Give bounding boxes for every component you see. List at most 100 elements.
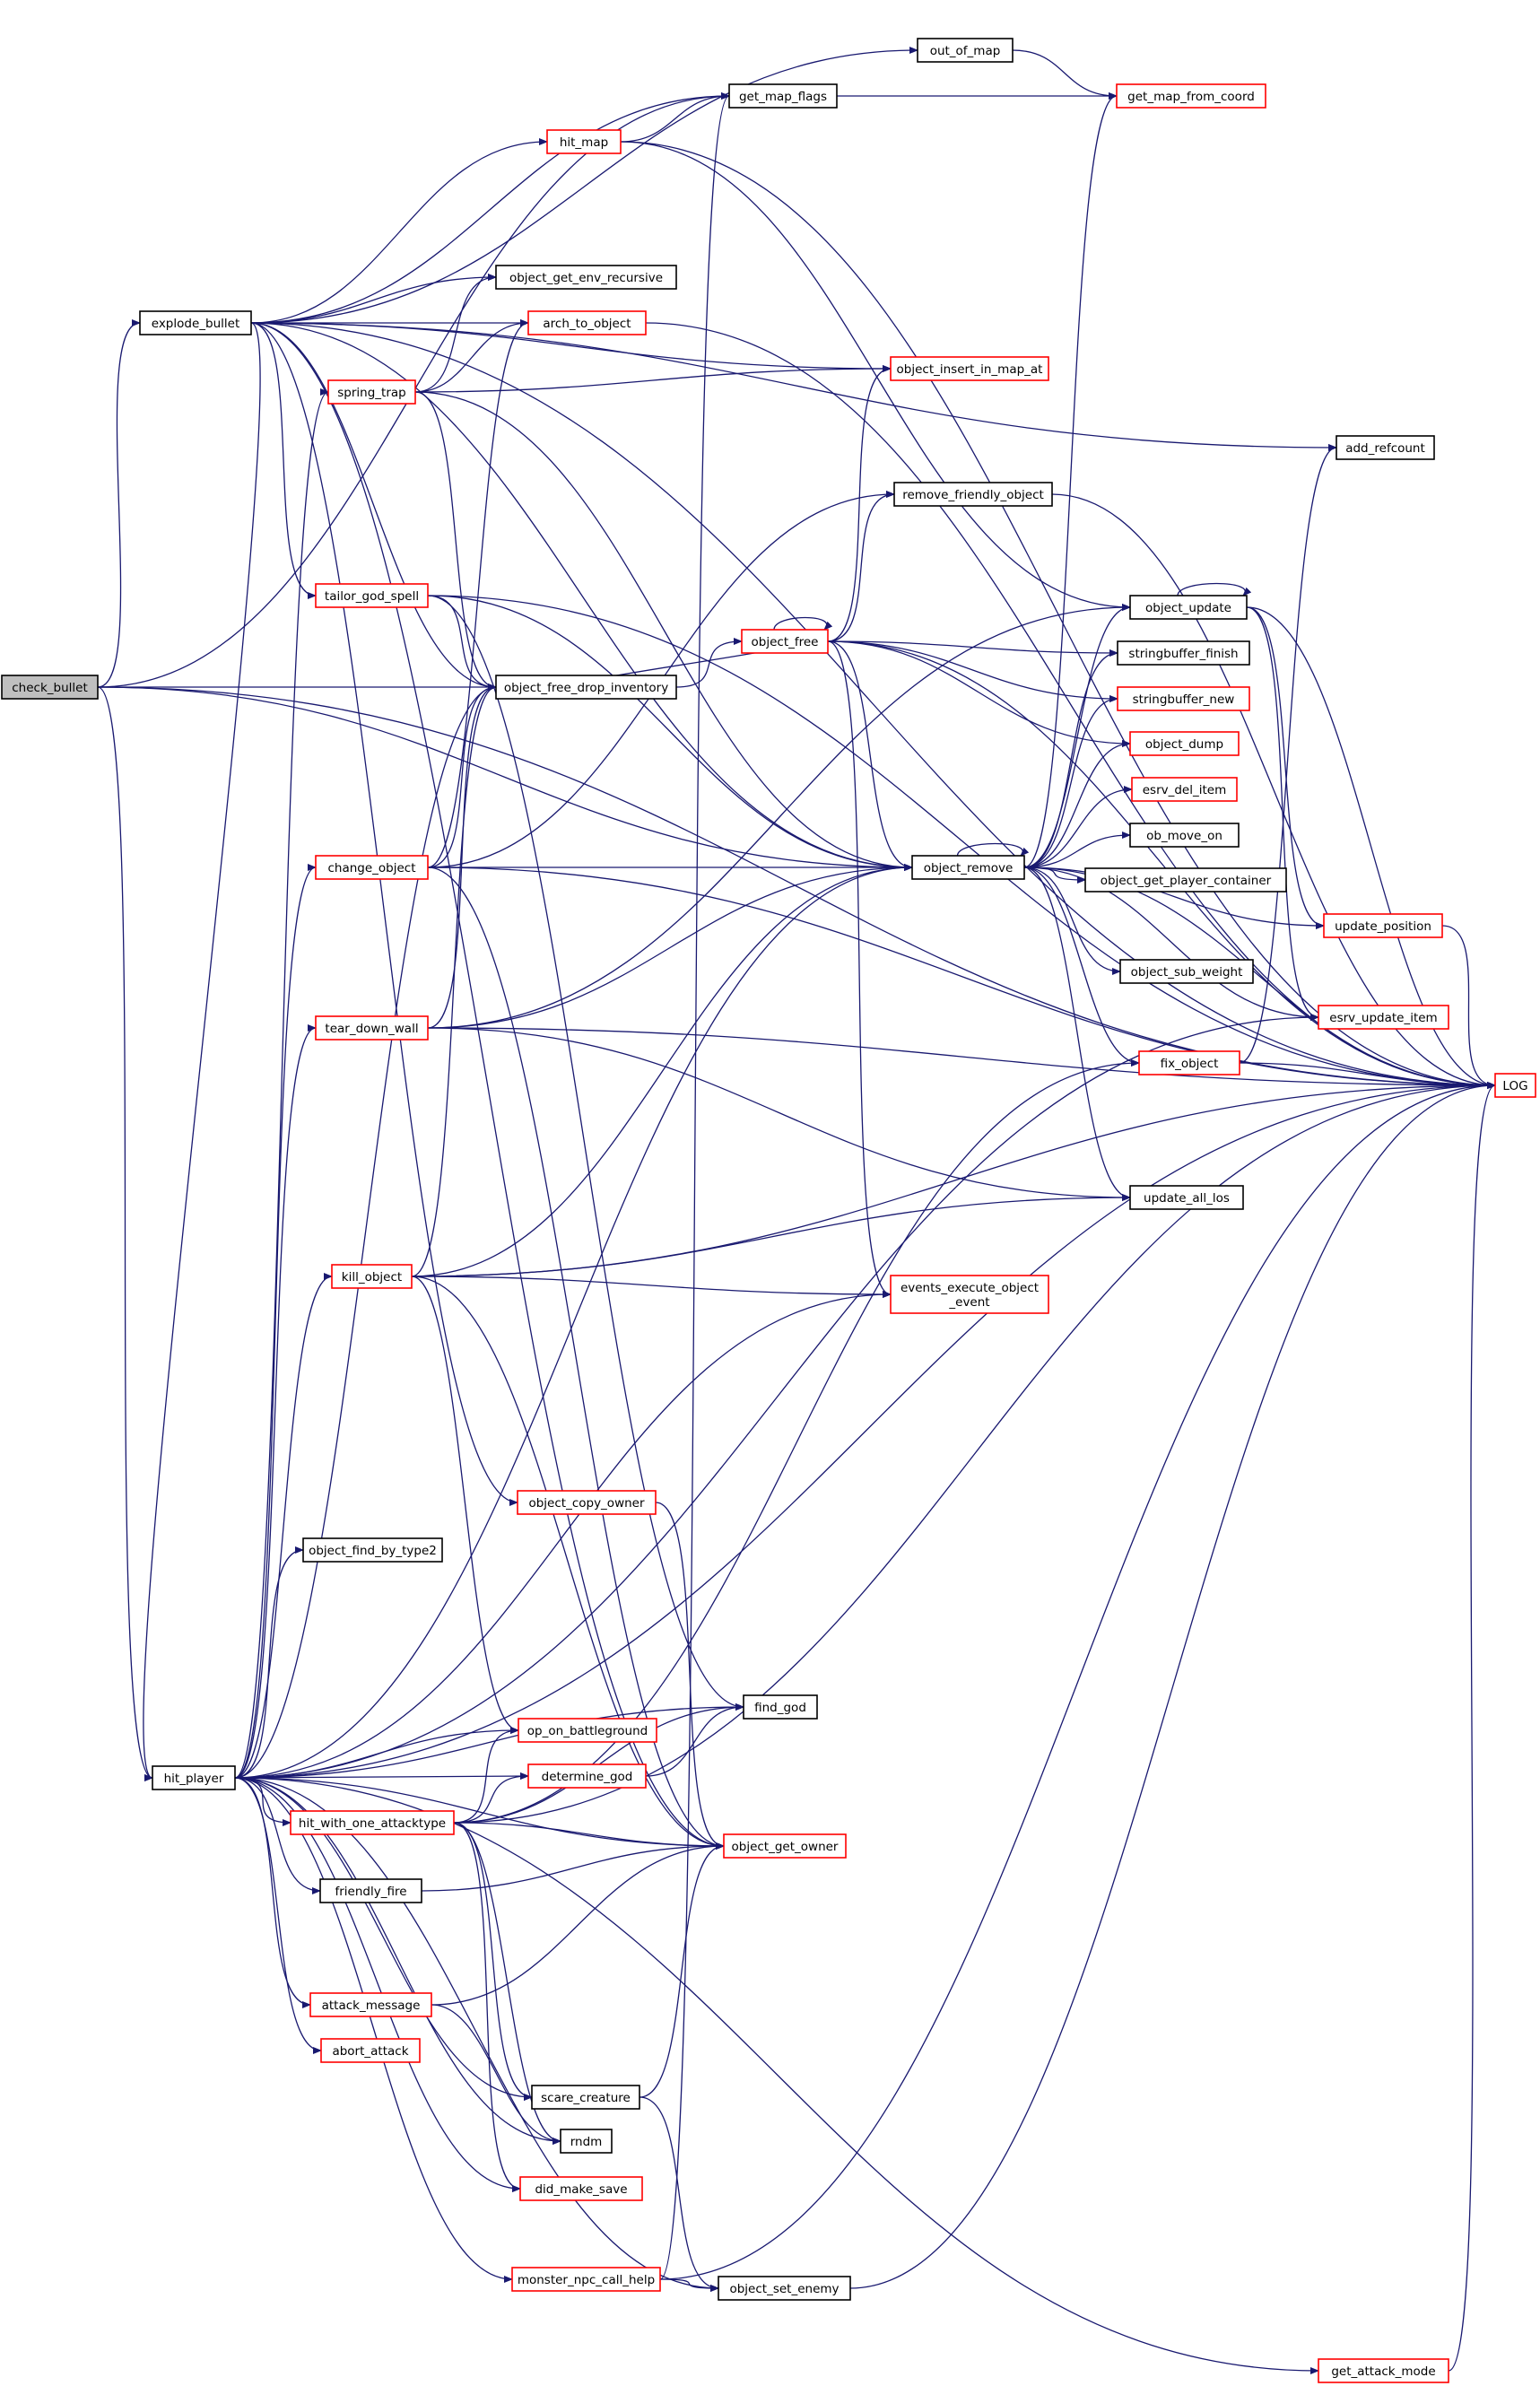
node-remove-friendly-object[interactable]: remove_friendly_object [893, 482, 1053, 507]
node-object-update[interactable]: object_update [1129, 595, 1248, 620]
node-tailor-god-spell[interactable]: tailor_god_spell [315, 583, 429, 608]
node-rndm[interactable]: rndm [560, 2129, 613, 2154]
node-object-get-player-container[interactable]: object_get_player_container [1084, 867, 1287, 893]
edge-hit-player-to-spring-trap [234, 388, 329, 1779]
node-object-sub-weight[interactable]: object_sub_weight [1119, 959, 1254, 984]
node-label: get_map_flags [739, 90, 827, 104]
node-hit-map[interactable]: hit_map [546, 129, 622, 154]
edge-kill-object-to-object-get-owner [411, 1276, 725, 1850]
node-box [1494, 1073, 1536, 1098]
edge-tailor-god-spell-to-object-free-drop-inventory [427, 595, 497, 691]
node-LOG[interactable]: LOG [1494, 1073, 1536, 1098]
edge-explode-bullet-to-object-get-env-recursive [250, 274, 497, 324]
edge-object-free-drop-inventory-to-object-free [675, 638, 743, 688]
node-stringbuffer-new[interactable]: stringbuffer_new [1117, 686, 1250, 711]
node-label: did_make_save [535, 2182, 627, 2197]
node-object-remove[interactable]: object_remove [911, 855, 1025, 880]
node-label: hit_player [164, 1772, 224, 1786]
node-label: events_execute_object [901, 1281, 1039, 1295]
node-label: abort_attack [332, 2044, 408, 2059]
edge-object-remove-to-stringbuffer-finish [1023, 649, 1118, 868]
node-update-all-los[interactable]: update_all_los [1129, 1185, 1244, 1210]
edge-remove-friendly-object-to-LOG [1051, 493, 1496, 1089]
edge-hit-player-to-find-god [234, 1703, 744, 1779]
node-object-copy-owner[interactable]: object_copy_owner [517, 1490, 657, 1515]
edge-object-remove-to-object-sub-weight [1023, 866, 1121, 975]
node-attack-message[interactable]: attack_message [309, 1992, 432, 2017]
node-label: esrv_del_item [1143, 783, 1227, 797]
node-did-make-save[interactable]: did_make_save [519, 2176, 643, 2201]
node-abort-attack[interactable]: abort_attack [320, 2038, 421, 2063]
node-tear-down-wall[interactable]: tear_down_wall [315, 1015, 429, 1041]
node-box [1, 675, 99, 700]
node-box [1117, 686, 1250, 711]
node-object-find-by-type2[interactable]: object_find_by_type2 [302, 1537, 443, 1563]
edge-spring-trap-to-object-free-drop-inventory [414, 391, 497, 691]
edge-object-update-to-LOG [1246, 606, 1496, 1089]
node-esrv-del-item[interactable]: esrv_del_item [1131, 777, 1238, 802]
node-box [1117, 640, 1250, 666]
node-object-set-enemy[interactable]: object_set_enemy [718, 2276, 851, 2301]
edge-object-update-to-object-update [1177, 582, 1252, 596]
node-events-execute-object-event[interactable]: events_execute_object_event [890, 1275, 1049, 1314]
node-box [331, 1264, 413, 1289]
edge-kill-object-to-events-execute-object-event [411, 1276, 892, 1298]
node-update-position[interactable]: update_position [1323, 913, 1443, 938]
node-box [319, 1878, 422, 1903]
edge-check-bullet-to-hit-player [97, 686, 153, 1781]
node-arch-to-object[interactable]: arch_to_object [527, 310, 647, 335]
node-label: get_attack_mode [1331, 2364, 1435, 2379]
node-hit-with-one-attacktype[interactable]: hit_with_one_attacktype [290, 1810, 455, 1835]
edge-spring-trap-to-arch-to-object [414, 319, 529, 393]
edge-hit-player-to-change-object [234, 864, 317, 1779]
edge-explode-bullet-to-hit-map [250, 138, 548, 324]
node-box [890, 1275, 1049, 1314]
node-object-dump[interactable]: object_dump [1129, 731, 1240, 756]
edge-get-attack-mode-to-LOG [1448, 1082, 1496, 2372]
edge-hit-map-to-LOG [620, 141, 1496, 1089]
node-get-map-flags[interactable]: get_map_flags [728, 83, 838, 109]
node-box [1116, 83, 1266, 109]
node-label: spring_trap [337, 386, 405, 400]
node-label: scare_creature [541, 2091, 631, 2105]
node-get-map-from-coord[interactable]: get_map_from_coord [1116, 83, 1266, 109]
node-add-refcount[interactable]: add_refcount [1336, 435, 1435, 460]
node-kill-object[interactable]: kill_object [331, 1264, 413, 1289]
node-object-get-env-recursive[interactable]: object_get_env_recursive [495, 265, 677, 290]
edge-object-set-enemy-to-LOG [849, 1082, 1496, 2289]
edge-hit-player-to-events-execute-object-event [234, 1291, 892, 1779]
node-spring-trap[interactable]: spring_trap [327, 379, 416, 405]
node-stringbuffer-finish[interactable]: stringbuffer_finish [1117, 640, 1250, 666]
node-change-object[interactable]: change_object [315, 855, 429, 880]
node-box [517, 1490, 657, 1515]
node-get-attack-mode[interactable]: get_attack_mode [1318, 2358, 1449, 2383]
edge-object-free-to-object-insert-in-map-at [827, 365, 892, 642]
node-check-bullet[interactable]: check_bullet [1, 675, 99, 700]
node-determine-god[interactable]: determine_god [527, 1763, 647, 1789]
node-friendly-fire[interactable]: friendly_fire [319, 1878, 422, 1903]
edge-out-of-map-to-get-map-from-coord [1012, 49, 1118, 100]
node-fix-object[interactable]: fix_object [1138, 1050, 1240, 1075]
node-scare-creature[interactable]: scare_creature [531, 2085, 640, 2110]
node-object-get-owner[interactable]: object_get_owner [723, 1833, 847, 1859]
node-op-on-battleground[interactable]: op_on_battleground [518, 1718, 657, 1743]
node-box [890, 356, 1049, 381]
edge-spring-trap-to-object-get-env-recursive [414, 274, 497, 393]
node-find-god[interactable]: find_god [743, 1694, 818, 1720]
node-object-free[interactable]: object_free [741, 629, 829, 654]
node-box [1336, 435, 1435, 460]
node-out-of-map[interactable]: out_of_map [917, 38, 1014, 63]
node-object-free-drop-inventory[interactable]: object_free_drop_inventory [495, 675, 677, 700]
node-label: object_free_drop_inventory [504, 681, 668, 695]
edge-change-object-to-object-get-owner [427, 866, 725, 1850]
edge-explode-bullet-to-out-of-map [250, 47, 918, 324]
node-monster-npc-call-help[interactable]: monster_npc_call_help [511, 2267, 661, 2292]
node-hit-player[interactable]: hit_player [152, 1765, 236, 1790]
edge-hit-player-to-tear-down-wall [234, 1024, 317, 1779]
node-esrv-update-item[interactable]: esrv_update_item [1318, 1005, 1449, 1030]
node-object-insert-in-map-at[interactable]: object_insert_in_map_at [890, 356, 1049, 381]
node-explode-bullet[interactable]: explode_bullet [139, 310, 252, 335]
node-label: object_set_enemy [729, 2282, 839, 2296]
node-ob-move-on[interactable]: ob_move_on [1129, 823, 1240, 848]
